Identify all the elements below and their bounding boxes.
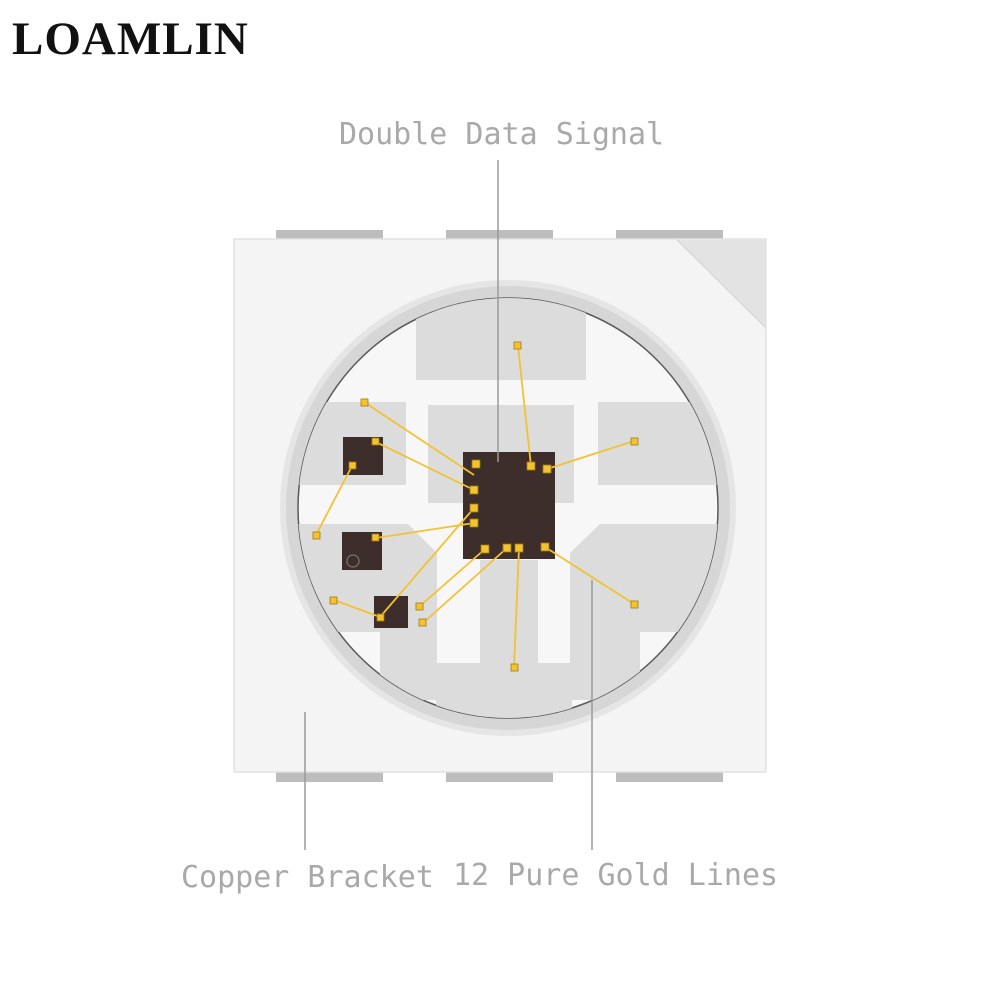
pad-top: [416, 298, 586, 380]
leader-lines: [304, 160, 593, 850]
pad-right-lower: [570, 524, 718, 700]
label-gold-lines: 12 Pure Gold Lines: [453, 858, 779, 893]
pin-bottom-right: [616, 770, 723, 782]
label-double-data-signal: Double Data Signal: [339, 117, 665, 152]
led-chip-3: [374, 596, 408, 628]
gold-wires: [315, 345, 635, 669]
brand-logo: LOAMLIN: [12, 13, 249, 65]
pad-bottom: [436, 560, 572, 718]
pin-bottom-left: [276, 770, 383, 782]
label-copper-bracket: Copper Bracket: [181, 860, 434, 895]
gold-bond-pads: [312, 341, 639, 672]
led-chips: [342, 437, 555, 628]
pin-bottom-center: [446, 770, 553, 782]
